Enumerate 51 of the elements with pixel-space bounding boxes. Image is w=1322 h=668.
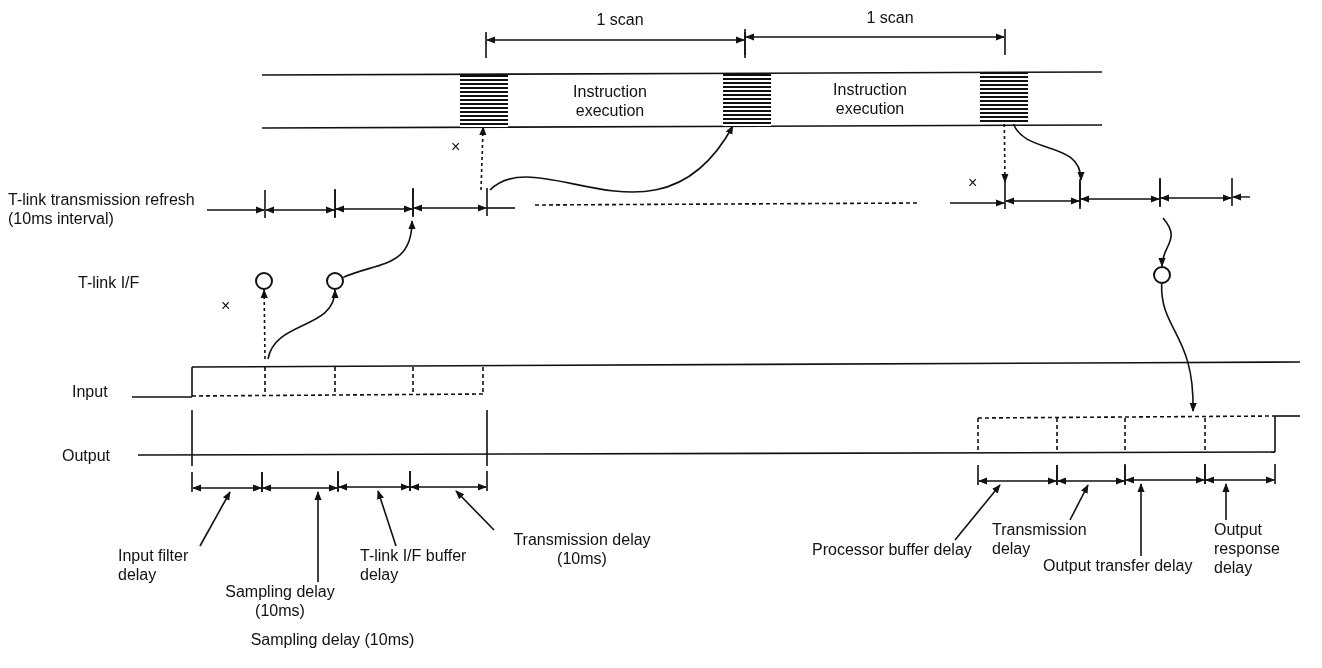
dimension-line xyxy=(262,472,338,492)
arrow xyxy=(1159,217,1172,267)
dimension-label: 1 scan xyxy=(865,8,915,27)
delay-label: Transmission delay (10ms) xyxy=(492,530,672,568)
event-circle xyxy=(1153,266,1171,284)
phase-label: Instruction execution xyxy=(572,82,648,120)
delay-label: T-link I/F buffer delay xyxy=(360,546,480,584)
dimension-line xyxy=(338,471,410,491)
arrow xyxy=(260,289,268,360)
arrow xyxy=(479,126,487,191)
leader-line xyxy=(1137,483,1145,557)
delay-label: Transmission delay xyxy=(992,520,1112,558)
leader-line xyxy=(455,490,495,531)
delay-label: Sampling delay (10ms) xyxy=(250,630,415,649)
arrow xyxy=(267,289,338,360)
dimension-line xyxy=(192,472,262,492)
delay-label: Processor buffer delay xyxy=(812,540,972,559)
leader-line xyxy=(199,491,231,547)
output-signal: Output xyxy=(62,411,1304,463)
arrow xyxy=(1001,123,1009,183)
event-circle xyxy=(326,272,344,290)
dimension-line xyxy=(1205,464,1275,484)
cross-mark: × xyxy=(968,173,979,192)
input-signal: Input xyxy=(72,359,1138,400)
leader-line xyxy=(1069,484,1089,521)
leader-line xyxy=(314,491,322,583)
cross-mark: × xyxy=(451,137,462,156)
arrow xyxy=(342,220,416,279)
dimension-label: 1 scan xyxy=(595,10,645,29)
delay-label: Input filter delay xyxy=(118,546,228,584)
delay-label: Output transfer delay xyxy=(1043,556,1198,575)
leader-line xyxy=(1222,483,1230,521)
hatched-block xyxy=(980,72,1028,124)
dimension-line xyxy=(1057,465,1125,485)
phase-label: Instruction execution xyxy=(832,80,908,118)
dimension-line xyxy=(1125,464,1205,484)
row-label: T-link I/F xyxy=(78,273,141,292)
arrow xyxy=(1160,283,1197,412)
event-circle xyxy=(255,272,273,290)
hatched-block xyxy=(723,74,771,126)
delay-label: Sampling delay (10ms) xyxy=(200,582,360,620)
arrow xyxy=(1012,123,1084,181)
cross-mark: × xyxy=(221,296,232,315)
dimension-line xyxy=(978,465,1057,485)
hatched-block xyxy=(460,75,508,127)
leader-line xyxy=(954,484,1001,541)
delay-label: Output response delay xyxy=(1214,520,1314,577)
arrow xyxy=(489,125,734,193)
row-label: T-link transmission refresh (10ms interval) xyxy=(8,190,196,228)
dimension-line xyxy=(410,471,487,491)
leader-line xyxy=(377,490,397,547)
